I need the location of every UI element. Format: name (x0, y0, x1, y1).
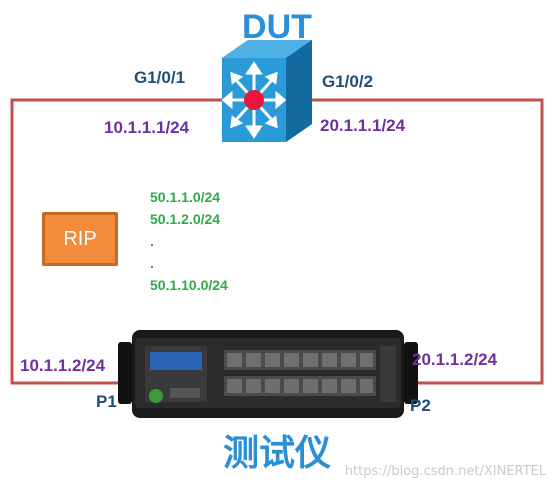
tester-port-left: P1 (96, 392, 117, 411)
tester-ip-left: 10.1.1.2/24 (20, 356, 106, 375)
route-item: . (150, 233, 154, 249)
tester-port-right: P2 (410, 396, 431, 415)
rip-label: RIP (63, 227, 97, 250)
tester-title: 测试仪 (222, 433, 331, 474)
route-item: 50.1.1.0/24 (150, 189, 221, 205)
dut-port-right: G1/0/2 (322, 72, 374, 91)
tester-device-icon (118, 330, 418, 418)
route-item: 50.1.10.0/24 (150, 277, 228, 293)
route-item: 50.1.2.0/24 (150, 211, 221, 227)
dut-ip-right: 20.1.1.1/24 (320, 116, 406, 135)
dut-switch-icon (221, 40, 312, 142)
tester-port-bank (224, 350, 376, 396)
route-item: . (150, 255, 154, 271)
watermark-text: https://blog.csdn.net/XINERTEL (344, 464, 546, 479)
link-line (10, 98, 544, 385)
route-list: 50.1.1.0/24 50.1.2.0/24 . . 50.1.10.0/24 (150, 186, 228, 296)
tester-ip-right: 20.1.1.2/24 (412, 350, 498, 369)
dut-port-left: G1/0/1 (134, 68, 186, 87)
dut-ip-left: 10.1.1.1/24 (104, 118, 190, 137)
dut-title: DUT (242, 8, 312, 46)
rip-protocol-box: RIP (42, 212, 118, 266)
